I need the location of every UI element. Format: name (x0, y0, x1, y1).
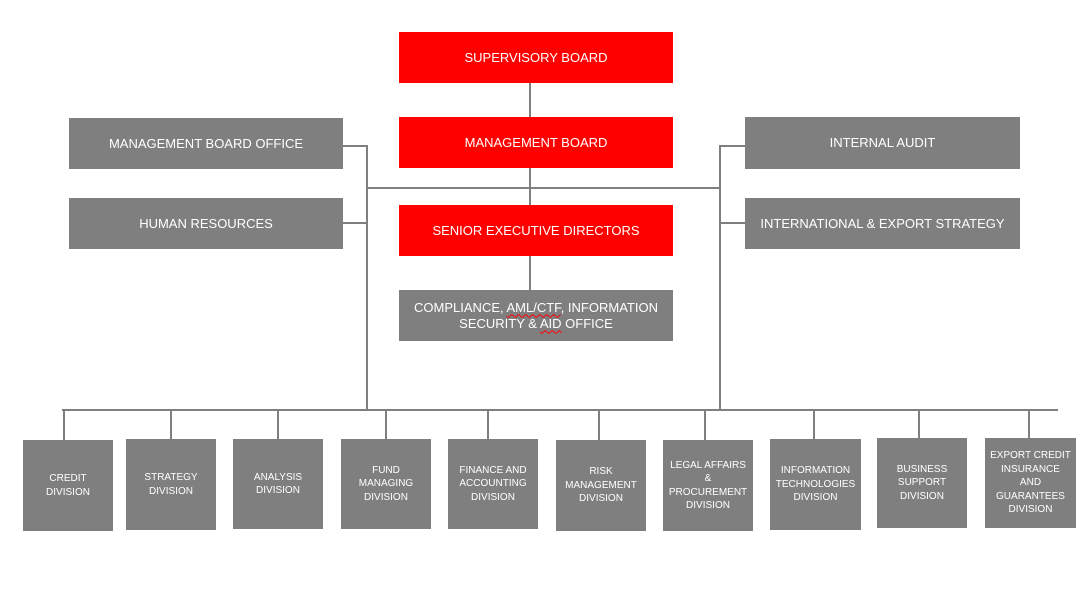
connector-division-drop (63, 409, 65, 440)
connector-division-drop (1028, 409, 1030, 438)
division-label: LEGAL AFFAIRS & PROCUREMENT DIVISION (668, 459, 748, 512)
human-resources-label: HUMAN RESOURCES (139, 215, 273, 231)
division-box: ANALYSIS DIVISION (233, 439, 323, 529)
connector-right-stub-bottom (719, 222, 746, 224)
internal-audit-box: INTERNAL AUDIT (745, 117, 1020, 169)
management-board-label: MANAGEMENT BOARD (464, 134, 608, 150)
supervisory-board-box: SUPERVISORY BOARD (399, 32, 673, 83)
division-label: FUND MANAGING DIVISION (358, 464, 414, 503)
senior-executive-directors-label: SENIOR EXECUTIVE DIRECTORS (432, 222, 640, 238)
connector-right-stub-top (719, 145, 746, 147)
internal-audit-label: INTERNAL AUDIT (829, 135, 936, 150)
division-label: EXPORT CREDIT INSURANCE AND GUARANTEES D… (990, 450, 1071, 516)
connector-division-drop (277, 409, 279, 439)
management-board-box: MANAGEMENT BOARD (399, 117, 673, 168)
connector-division-drop (170, 409, 172, 439)
international-export-strategy-label: INTERNATIONAL & EXPORT STRATEGY (760, 215, 1005, 231)
management-board-office-label: MANAGEMENT BOARD OFFICE (108, 135, 304, 151)
division-box: INFORMATION TECHNOLOGIES DIVISION (770, 439, 861, 530)
division-box: FUND MANAGING DIVISION (341, 439, 431, 529)
connector-division-drop (813, 409, 815, 439)
division-label: CREDIT DIVISION (46, 473, 90, 498)
connector-division-drop (704, 409, 706, 440)
connector-division-drop (918, 409, 920, 438)
division-label: ANALYSIS DIVISION (253, 471, 303, 497)
division-label: BUSINESS SUPPORT DIVISION (896, 463, 948, 502)
division-box: FINANCE AND ACCOUNTING DIVISION (448, 439, 538, 529)
international-export-strategy-box: INTERNATIONAL & EXPORT STRATEGY (745, 198, 1020, 249)
connector-supervisory-management (529, 82, 531, 117)
connector-left-stub-bottom (342, 222, 368, 224)
connector-left-stub-top (342, 145, 368, 147)
division-box: EXPORT CREDIT INSURANCE AND GUARANTEES D… (985, 438, 1076, 528)
connector-horizontal-mid (367, 187, 721, 189)
division-box: RISK MANAGEMENT DIVISION (556, 440, 646, 531)
division-label: RISK MANAGEMENT DIVISION (565, 466, 637, 505)
management-board-office-box: MANAGEMENT BOARD OFFICE (69, 118, 343, 169)
supervisory-board-label: SUPERVISORY BOARD (464, 49, 608, 65)
division-label: STRATEGY DIVISION (144, 472, 198, 497)
division-box: CREDIT DIVISION (23, 440, 113, 531)
connector-division-drop (598, 409, 600, 440)
human-resources-box: HUMAN RESOURCES (69, 198, 343, 249)
connector-management-senior (529, 167, 531, 205)
senior-executive-directors-box: SENIOR EXECUTIVE DIRECTORS (399, 205, 673, 256)
division-label: INFORMATION TECHNOLOGIES DIVISION (775, 465, 856, 504)
division-box: BUSINESS SUPPORT DIVISION (877, 438, 967, 528)
division-box: LEGAL AFFAIRS & PROCUREMENT DIVISION (663, 440, 753, 531)
connector-right-vertical (719, 145, 721, 411)
connector-division-drop (385, 409, 387, 439)
connector-division-drop (487, 409, 489, 439)
connector-left-vertical (366, 145, 368, 411)
division-label: FINANCE AND ACCOUNTING DIVISION (459, 464, 527, 503)
division-box: STRATEGY DIVISION (126, 439, 216, 530)
connector-division-bus (62, 409, 1058, 411)
connector-senior-compliance (529, 255, 531, 290)
